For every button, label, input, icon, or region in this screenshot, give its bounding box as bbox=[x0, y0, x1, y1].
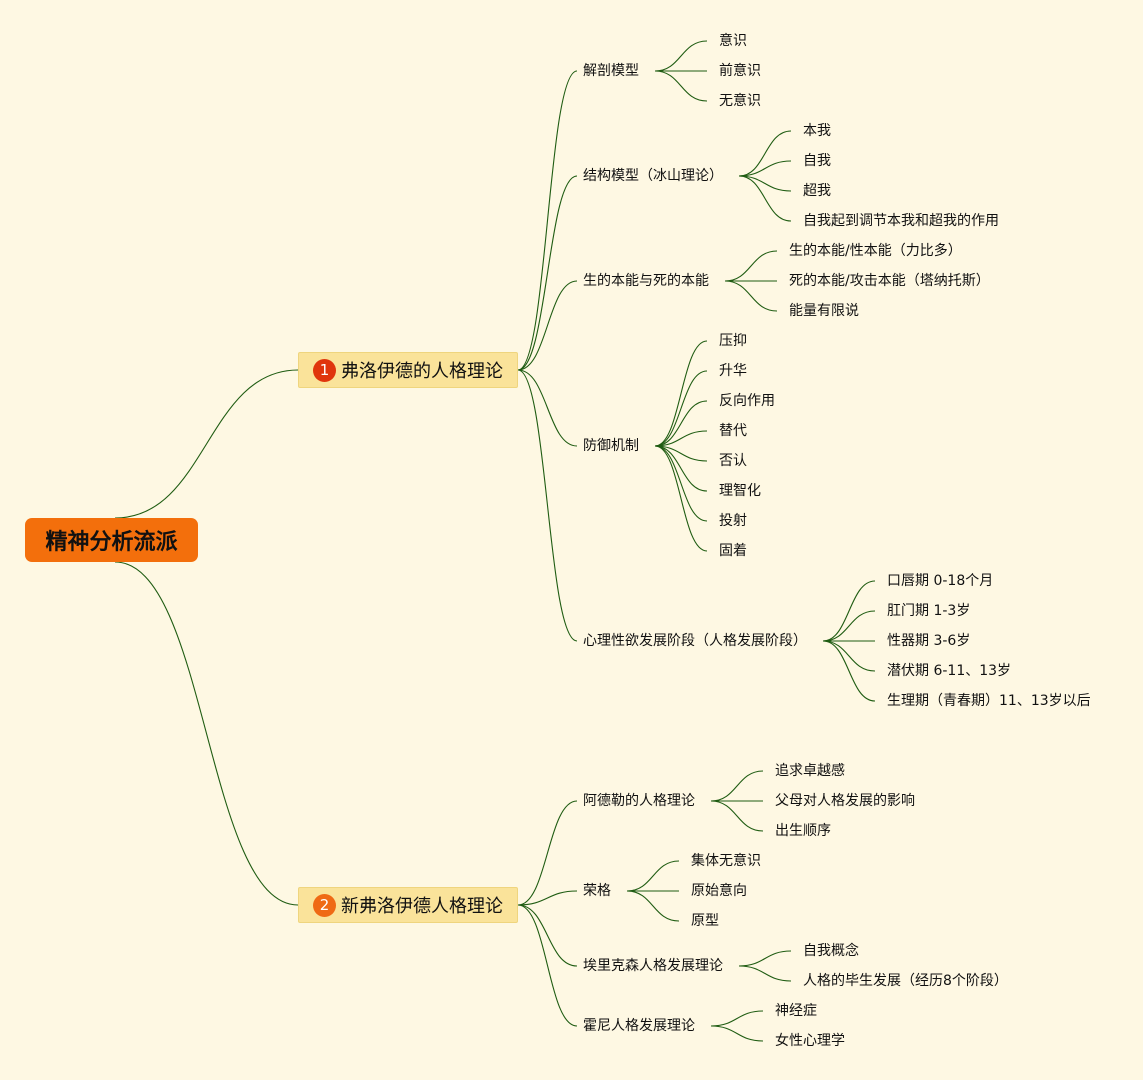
leaf-item[interactable]: 出生顺序 bbox=[775, 823, 831, 839]
connector-line bbox=[654, 445, 708, 522]
root-topic[interactable]: 精神分析流派 bbox=[25, 518, 198, 562]
connector-line bbox=[517, 369, 578, 642]
leaf-item[interactable]: 父母对人格发展的影响 bbox=[775, 793, 915, 809]
connector-line bbox=[114, 561, 299, 906]
connector-line bbox=[517, 369, 578, 447]
leaf-item[interactable]: 死的本能/攻击本能（塔纳托斯） bbox=[789, 273, 990, 289]
leaf-item[interactable]: 自我概念 bbox=[803, 943, 859, 959]
leaf-item[interactable]: 意识 bbox=[719, 33, 747, 49]
connector-line bbox=[710, 1025, 764, 1042]
connector-line bbox=[517, 280, 578, 371]
leaf-item[interactable]: 生理期（青春期）11、13岁以后 bbox=[887, 693, 1091, 709]
connector-line bbox=[710, 770, 764, 802]
topic-defense-mechanisms[interactable]: 防御机制 bbox=[583, 438, 639, 454]
leaf-item[interactable]: 固着 bbox=[719, 543, 747, 559]
connector-line bbox=[517, 175, 578, 371]
leaf-item[interactable]: 口唇期 0-18个月 bbox=[887, 573, 994, 589]
topic-anatomy-model[interactable]: 解剖模型 bbox=[583, 63, 639, 79]
topic-adler[interactable]: 阿德勒的人格理论 bbox=[583, 793, 695, 809]
topic-psychosexual-stages[interactable]: 心理性欲发展阶段（人格发展阶段） bbox=[583, 633, 807, 649]
leaf-item[interactable]: 理智化 bbox=[719, 483, 761, 499]
connector-line bbox=[822, 640, 876, 702]
leaf-item[interactable]: 生的本能/性本能（力比多） bbox=[789, 243, 962, 259]
branch-neo-freud[interactable]: 2 新弗洛伊德人格理论 bbox=[298, 887, 518, 923]
connector-line bbox=[654, 340, 708, 447]
connector-line bbox=[822, 610, 876, 642]
leaf-item[interactable]: 能量有限说 bbox=[789, 303, 859, 319]
connector-line bbox=[626, 890, 680, 922]
connector-line bbox=[654, 445, 708, 552]
leaf-item[interactable]: 性器期 3-6岁 bbox=[887, 633, 971, 649]
topic-jung[interactable]: 荣格 bbox=[583, 883, 611, 899]
connector-line bbox=[738, 175, 792, 192]
leaf-item[interactable]: 原型 bbox=[691, 913, 719, 929]
leaf-item[interactable]: 女性心理学 bbox=[775, 1033, 845, 1049]
connector-line bbox=[710, 800, 764, 832]
connector-line bbox=[654, 370, 708, 447]
connector-line bbox=[114, 369, 299, 519]
leaf-item[interactable]: 自我 bbox=[803, 153, 831, 169]
connector-line bbox=[517, 904, 578, 1027]
topic-erikson[interactable]: 埃里克森人格发展理论 bbox=[583, 958, 723, 974]
leaf-item[interactable]: 超我 bbox=[803, 183, 831, 199]
connector-line bbox=[654, 70, 708, 102]
connector-line bbox=[517, 904, 578, 967]
leaf-item[interactable]: 神经症 bbox=[775, 1003, 817, 1019]
branch-neo-freud-label: 新弗洛伊德人格理论 bbox=[341, 896, 503, 917]
connector-line bbox=[654, 445, 708, 462]
connector-line bbox=[738, 160, 792, 177]
connector-line bbox=[654, 400, 708, 447]
connector-line bbox=[654, 445, 708, 492]
priority-2-icon: 2 bbox=[313, 893, 336, 917]
connector-line bbox=[654, 430, 708, 447]
leaf-item[interactable]: 反向作用 bbox=[719, 393, 775, 409]
connector-line bbox=[710, 1010, 764, 1027]
topic-structure-model[interactable]: 结构模型（冰山理论） bbox=[583, 168, 723, 184]
leaf-item[interactable]: 追求卓越感 bbox=[775, 763, 845, 779]
connector-line bbox=[822, 580, 876, 642]
priority-1-icon: 1 bbox=[313, 358, 336, 382]
connector-line bbox=[626, 860, 680, 892]
leaf-item[interactable]: 集体无意识 bbox=[691, 853, 761, 869]
leaf-item[interactable]: 潜伏期 6-11、13岁 bbox=[887, 663, 1012, 679]
root-topic-label: 精神分析流派 bbox=[45, 530, 178, 555]
connector-line bbox=[738, 130, 792, 177]
leaf-item[interactable]: 肛门期 1-3岁 bbox=[887, 603, 971, 619]
leaf-item[interactable]: 投射 bbox=[719, 513, 747, 529]
leaf-item[interactable]: 升华 bbox=[719, 363, 747, 379]
connector-line bbox=[517, 70, 578, 371]
connector-line bbox=[738, 950, 792, 967]
branch-freud-label: 弗洛伊德的人格理论 bbox=[341, 361, 503, 382]
leaf-item[interactable]: 自我起到调节本我和超我的作用 bbox=[803, 213, 999, 229]
leaf-item[interactable]: 压抑 bbox=[719, 333, 747, 349]
connector-line bbox=[724, 250, 778, 282]
connector-line bbox=[517, 890, 578, 906]
leaf-item[interactable]: 本我 bbox=[803, 123, 831, 139]
branch-freud[interactable]: 1 弗洛伊德的人格理论 bbox=[298, 352, 518, 388]
leaf-item[interactable]: 前意识 bbox=[719, 63, 761, 79]
leaf-item[interactable]: 否认 bbox=[719, 453, 747, 469]
connector-line bbox=[654, 40, 708, 72]
topic-instincts[interactable]: 生的本能与死的本能 bbox=[583, 273, 709, 289]
topic-horney[interactable]: 霍尼人格发展理论 bbox=[583, 1018, 695, 1034]
leaf-item[interactable]: 无意识 bbox=[719, 93, 761, 109]
connector-line bbox=[517, 800, 578, 906]
connector-line bbox=[724, 280, 778, 312]
leaf-item[interactable]: 替代 bbox=[719, 423, 747, 439]
connector-line bbox=[738, 175, 792, 222]
connector-line bbox=[738, 965, 792, 982]
leaf-item[interactable]: 原始意向 bbox=[691, 883, 747, 899]
connector-line bbox=[822, 640, 876, 672]
leaf-item[interactable]: 人格的毕生发展（经历8个阶段） bbox=[803, 973, 1008, 989]
